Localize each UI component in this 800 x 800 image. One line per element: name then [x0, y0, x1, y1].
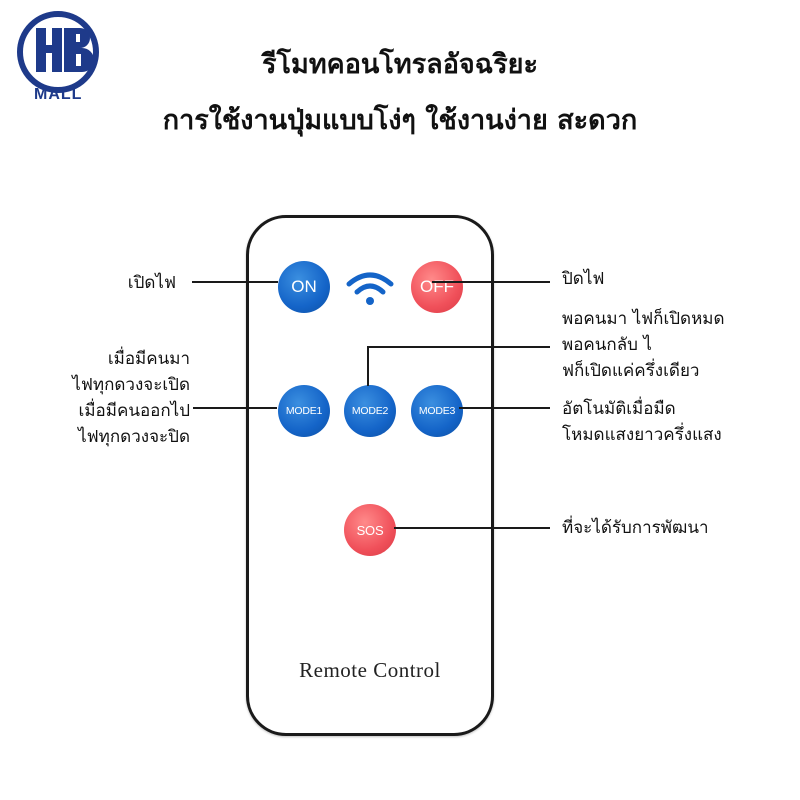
on-annotation: เปิดไฟ — [127, 273, 176, 293]
off-button[interactable]: OFF — [411, 261, 463, 313]
mode2-button[interactable]: MODE2 — [344, 385, 396, 437]
mode3-annotation: อัตโนมัติเมื่อมืด โหมดแสงยาวครึ่งแสง — [562, 396, 792, 448]
mode1-button[interactable]: MODE1 — [278, 385, 330, 437]
off-connector-line — [432, 281, 550, 283]
sos-button[interactable]: SOS — [344, 504, 396, 556]
headline-title: รีโมทคอนโทรลอัจฉริยะ — [262, 49, 538, 80]
mode2-button-label: MODE2 — [351, 405, 389, 417]
brand-logo — [16, 10, 100, 94]
brand-logo-text: MALL — [34, 86, 83, 103]
mode1-annotation: เมื่อมีคนมา ไฟทุกดวงจะเปิด เมื่อมีคนออกไ… — [10, 346, 190, 450]
mode3-annotation-line: อัตโนมัติเมื่อมืด — [562, 399, 676, 419]
mode3-annotation-line: โหมดแสงยาวครึ่งแสง — [562, 425, 722, 445]
mode2-connector-horizontal — [367, 346, 550, 348]
on-button[interactable]: ON — [278, 261, 330, 313]
off-button-label: OFF — [420, 277, 454, 296]
headline-subtitle: การใช้งานปุ่มแบบโง่ๆ ใช้งานง่าย สะดวก — [162, 105, 638, 136]
sos-button-label: SOS — [356, 522, 384, 538]
hb-mall-logo-icon — [17, 11, 99, 93]
sos-connector-line — [394, 527, 550, 529]
mode3-button[interactable]: MODE3 — [411, 385, 463, 437]
mode1-annotation-line: ไฟทุกดวงจะเปิด — [72, 375, 190, 395]
on-button-label: ON — [291, 277, 317, 296]
off-annotation: ปิดไฟ — [562, 269, 605, 289]
mode1-button-label: MODE1 — [285, 405, 323, 417]
sos-annotation: ที่จะได้รับการพัฒนา — [562, 518, 709, 538]
wifi-icon — [346, 272, 394, 305]
mode3-button-label: MODE3 — [418, 405, 456, 417]
mode1-connector-line — [193, 407, 277, 409]
mode1-annotation-line: ไฟทุกดวงจะปิด — [78, 427, 190, 447]
mode2-annotation-line: พอคนมา ไฟก็เปิดหมด — [562, 309, 725, 329]
mode2-annotation-line: พอคนกลับ ไ — [562, 335, 652, 355]
mode3-connector-line — [459, 407, 550, 409]
mode2-annotation: พอคนมา ไฟก็เปิดหมด พอคนกลับ ไ ฟก็เปิดแค่… — [562, 306, 792, 384]
mode1-annotation-line: เมื่อมีคนออกไป — [78, 401, 190, 421]
on-connector-line — [192, 281, 278, 283]
mode2-connector-vertical — [367, 346, 369, 386]
mode1-annotation-line: เมื่อมีคนมา — [107, 349, 190, 369]
mode2-annotation-line: ฟก็เปิดแค่ครึ่งเดียว — [562, 361, 700, 381]
remote-control-body: ON OFF MODE1 MODE2 MODE3 SOS Remote Cont… — [246, 215, 494, 736]
remote-brand-text: Remote Control — [299, 658, 441, 682]
